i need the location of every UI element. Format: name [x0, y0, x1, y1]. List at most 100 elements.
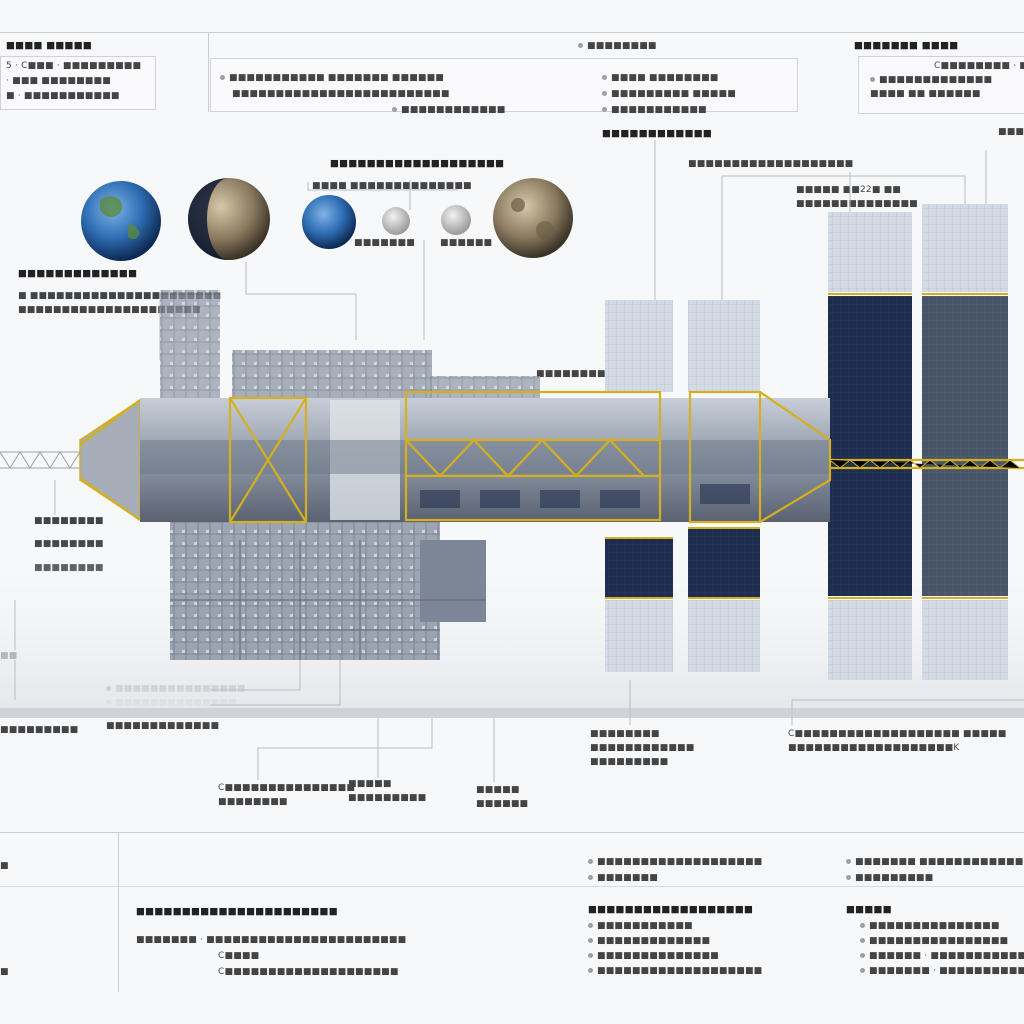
right-boom	[829, 459, 1021, 469]
solar-value-1: ■■■■■ ■■22■ ■■	[796, 185, 902, 195]
footer-right-line-2: ■■■■■■■■■■■■■■■■	[860, 935, 1008, 947]
left-module-title: ■■■■■■■■■■■■■	[18, 268, 138, 279]
left-tower	[160, 290, 220, 400]
solar-panel-lower-4	[922, 600, 1008, 680]
solar-panel-upper-2	[688, 300, 760, 392]
upper-machinery-2	[430, 376, 540, 398]
bullet-icon	[588, 968, 593, 973]
solar-panel-lower-2	[688, 600, 760, 672]
footer-mid-line-2: ■■■■■■■■■■■■■	[588, 935, 710, 947]
top-center-title: ■■■■■■■■	[578, 40, 657, 52]
bullet-icon	[588, 923, 593, 928]
top-center-right-line-3: ■■■■■■■■■■■	[602, 104, 707, 116]
solar-panel-lower-1	[605, 600, 673, 672]
top-left-line-1: 5 · C■■■ · ■■■■■■■■■	[6, 61, 142, 71]
top-divider-left	[208, 32, 209, 112]
solar-panel-dark-3	[605, 538, 673, 598]
footer-far-left-1: ■	[0, 861, 9, 871]
top-right-box	[858, 56, 1024, 114]
footer-left-line-1: ■■■■■■■ · ■■■■■■■■■■■■■■■■■■■■■■■	[136, 935, 407, 945]
bullet-icon	[220, 75, 225, 80]
callout-4-line-3: ■■■■■■■■■	[590, 757, 669, 767]
callout-5-line-2: ■■■■■■■■■■■■■■■■■■■K	[788, 743, 960, 753]
bullet-icon	[588, 859, 593, 864]
top-center-line-3: ■■■■■■■■■■■■	[392, 104, 505, 116]
footer-left-line-3: C■■■■■■■■■■■■■■■■■■■■	[218, 967, 399, 977]
footer-right-line-1: ■■■■■■■■■■■■■■■	[860, 920, 1000, 932]
large-moon-globe	[493, 178, 573, 258]
callout-3-line-1: ■■■■■	[476, 785, 520, 795]
left-module-line-1: ■ ■■■■■■■■■■■■■■■■■■■■■■	[18, 291, 222, 301]
panel-frames	[605, 293, 1008, 599]
top-rule	[0, 32, 1024, 33]
machinery-box	[420, 540, 486, 622]
footer-right-title: ■■■■■	[846, 904, 892, 915]
footer-divider	[118, 832, 119, 992]
callout-3-line-2: ■■■■■■	[476, 799, 529, 809]
footer-rule-2	[0, 886, 1024, 887]
solar-panel-upper-4	[922, 204, 1008, 292]
bullet-icon	[588, 953, 593, 958]
moon-crater	[536, 221, 554, 239]
footer-left-line-2: C■■■■	[218, 951, 260, 961]
top-center-box	[210, 58, 798, 112]
callout-4-line-2: ■■■■■■■■■■■■	[590, 743, 695, 753]
footer-left-title: ■■■■■■■■■■■■■■■■■■■■■■	[136, 906, 338, 917]
bullet-icon	[860, 923, 865, 928]
footer-mid-line-4: ■■■■■■■■■■■■■■■■■■■	[588, 965, 762, 977]
bullet-icon	[860, 938, 865, 943]
bullet-icon	[602, 107, 607, 112]
bullet-icon	[602, 75, 607, 80]
callout-2-line-1: ■■■■■	[348, 779, 392, 789]
lower-legend-3: ■■■■■■■■■■■■■	[106, 721, 220, 731]
bullet-icon	[578, 43, 583, 48]
callout-1-line-1: C■■■■■■■■■■■■■■■	[218, 783, 356, 793]
truss-label: ■■■■■■■■	[536, 369, 606, 379]
top-right-title: ■■■■■■■ ■■■■	[854, 40, 959, 51]
solar-panel-dark-2	[922, 296, 1008, 596]
small-earth-globe	[302, 195, 356, 249]
left-boom	[0, 451, 81, 469]
footer-mid-top-1: ■■■■■■■■■■■■■■■■■■■	[588, 856, 762, 868]
footer-far-left-2: ■	[0, 967, 9, 977]
nose-cone	[79, 398, 141, 522]
solar-value-2: ■■■■■■■■■■■■■■	[796, 199, 918, 209]
top-center-right-line-1: ■■■■ ■■■■■■■■	[602, 72, 719, 84]
top-right-line-1: C■■■■■■■■ · ■■	[934, 61, 1024, 71]
station-diagram	[0, 140, 1024, 782]
ground-strip	[0, 708, 1024, 718]
bullet-icon	[602, 91, 607, 96]
bullet-icon	[392, 107, 397, 112]
footer-right-line-4: ■■■■■■■ · ■■■■■■■■■■■■	[860, 965, 1024, 977]
top-left-title: ■■■■ ■■■■■	[6, 40, 93, 51]
bullet-icon	[860, 968, 865, 973]
earth-continent	[100, 196, 140, 240]
footer-right-top-2: ■■■■■■■■■	[846, 872, 933, 884]
lower-machinery	[170, 520, 440, 660]
footer-mid-top-2: ■■■■■■■	[588, 872, 658, 884]
solar-panel-dark-4	[688, 528, 760, 598]
top-right-line-2: ■■■■■■■■■■■■■	[870, 74, 992, 86]
bullet-icon	[588, 875, 593, 880]
planets-sub: ■■■■ ■■■■■■■■■■■■■■	[312, 181, 472, 191]
left-module-line-2: ■■■■■■■■■■■■■■■■■■■■■	[18, 305, 201, 315]
top-left-line-3: ■ · ■■■■■■■■■■■	[6, 91, 120, 101]
coin-icon-2	[441, 205, 471, 235]
moon-crater	[511, 198, 525, 212]
bullet-icon	[846, 875, 851, 880]
footer-right-top-1: ■■■■■■■ ■■■■■■■■■■■■■■■	[846, 856, 1024, 868]
top-center-line-1: ■■■■■■■■■■■ ■■■■■■■ ■■■■■■	[220, 72, 444, 84]
solar-header-1: ■■■■■■■■■■■■	[602, 128, 713, 139]
earth-globe	[81, 181, 161, 261]
hull-windows	[420, 484, 750, 508]
left-side-label-1: ■■■■■■■■	[34, 516, 104, 526]
solar-panel-upper-1	[605, 300, 673, 392]
callout-5-line-1: C■■■■■■■■■■■■■■■■■■■ ■■■■■	[788, 729, 1007, 739]
callout-4-line-1: ■■■■■■■■	[590, 729, 660, 739]
bullet-icon	[588, 938, 593, 943]
callout-1-line-2: ■■■■■■■■	[218, 797, 288, 807]
callout-2-line-2: ■■■■■■■■■	[348, 793, 427, 803]
coin-icon-1	[382, 207, 410, 235]
lower-far-left: ■■■■■■■■■	[0, 725, 79, 735]
footer-mid-line-1: ■■■■■■■■■■■	[588, 920, 693, 932]
